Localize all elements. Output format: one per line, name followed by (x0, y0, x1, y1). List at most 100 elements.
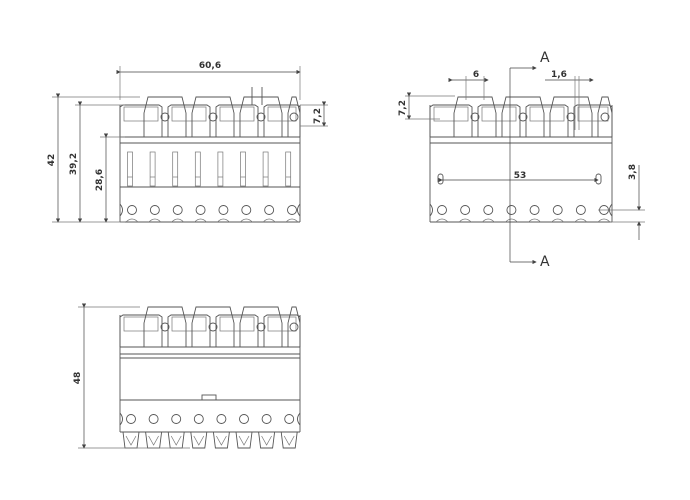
edge-notch (505, 218, 518, 223)
contact-slot (194, 151, 201, 187)
tab-hole (470, 112, 480, 122)
tab-hole (208, 112, 218, 122)
dim-height-lower-label: 28,6 (95, 169, 105, 191)
dim-offset-label: 3,8 (628, 164, 638, 180)
contact-tab (143, 96, 187, 137)
contact-tab (191, 306, 235, 347)
tab-window (267, 106, 297, 122)
flat-tab (215, 104, 259, 137)
section-label-top: A (540, 50, 550, 66)
edge-notch (240, 218, 253, 223)
tab-window (171, 316, 207, 332)
dim-height-total-label: 42 (47, 154, 57, 167)
tab-window (123, 316, 159, 332)
mounting-hole (552, 205, 563, 215)
edge-notch (285, 218, 299, 223)
edge-notch (435, 218, 449, 223)
mounting-hole (529, 205, 540, 215)
contact-slot (262, 151, 269, 187)
front-dimensions: 60,6 42 39,2 28,6 7,2 (47, 61, 328, 223)
edge-notch (482, 218, 495, 223)
side-view (119, 306, 301, 449)
bottom-contact (235, 431, 253, 449)
bottom-contact (258, 431, 276, 449)
contact-slot (127, 151, 133, 187)
edge-notch (194, 218, 207, 223)
dim-pitch-label: 6 (473, 70, 479, 80)
side-notch (297, 412, 301, 426)
contact-tab (239, 96, 283, 137)
bottom-contact (190, 431, 208, 449)
mount-slot (595, 173, 602, 185)
flat-tab (215, 314, 259, 347)
tab-hole (600, 112, 610, 122)
mounting-hole (126, 414, 136, 424)
mounting-hole (218, 205, 229, 215)
mounting-hole (264, 205, 275, 215)
dim-width-label: 60,6 (199, 61, 221, 71)
edge-notch (551, 218, 564, 223)
contact-tab (549, 96, 593, 137)
tab-window (219, 316, 255, 332)
tab-window (219, 106, 255, 122)
tab-window (577, 106, 609, 122)
tab-hole (160, 322, 170, 332)
contact-slot (149, 151, 156, 187)
bottom-contact (280, 431, 298, 449)
edge-notch (262, 218, 276, 223)
mounting-hole (460, 205, 471, 215)
mounting-hole (261, 414, 272, 424)
flat-tab (525, 104, 569, 137)
edge-notch (125, 218, 139, 223)
section-label-bottom: A (540, 254, 550, 270)
edge-notch (171, 218, 184, 223)
mounting-hole (216, 414, 227, 424)
side-notch (119, 203, 123, 217)
mounting-hole (148, 414, 159, 424)
tab-hole (289, 112, 299, 122)
tab-hole (289, 322, 299, 332)
mounting-hole (171, 414, 182, 424)
tab-hole (208, 322, 218, 332)
dim-mount-spacing-label: 53 (514, 171, 527, 181)
contact-tab (501, 96, 545, 137)
flat-tab (167, 314, 211, 347)
mounting-hole (284, 414, 295, 424)
edge-notch (597, 218, 611, 223)
tab-window (171, 106, 207, 122)
mounting-hole (239, 414, 249, 424)
tab-window (529, 106, 565, 122)
contact-tab (239, 306, 283, 347)
dim-slot-label: 1,6 (551, 70, 567, 80)
contact-tab (453, 96, 497, 137)
mounting-hole (193, 414, 204, 424)
mount-slot (437, 173, 444, 185)
tab-window (433, 106, 469, 122)
mounting-hole (437, 205, 447, 215)
contact-tab (143, 306, 187, 347)
mounting-hole (127, 205, 137, 215)
dim-tab-label: 7,2 (313, 108, 323, 124)
dim-tab-top-label: 7,2 (398, 100, 408, 116)
front-view (119, 87, 301, 223)
mounting-hole (575, 205, 586, 215)
edge-notch (148, 218, 162, 223)
side-notch (119, 412, 123, 426)
tab-window (481, 106, 517, 122)
edge-notch (528, 218, 541, 223)
tab-window (123, 106, 159, 122)
dim-height-side-label: 48 (73, 372, 83, 385)
contact-slot (217, 151, 224, 187)
contact-slot (172, 151, 179, 187)
bottom-contact (212, 431, 230, 449)
flat-tab (477, 104, 521, 137)
edge-notch (217, 218, 230, 223)
tab-hole (256, 112, 266, 122)
contact-slot (240, 151, 246, 187)
mounting-hole (195, 205, 206, 215)
mounting-hole (506, 205, 517, 215)
contact-slot (285, 151, 292, 187)
tab-window (267, 316, 297, 332)
edge-notch (458, 218, 472, 223)
